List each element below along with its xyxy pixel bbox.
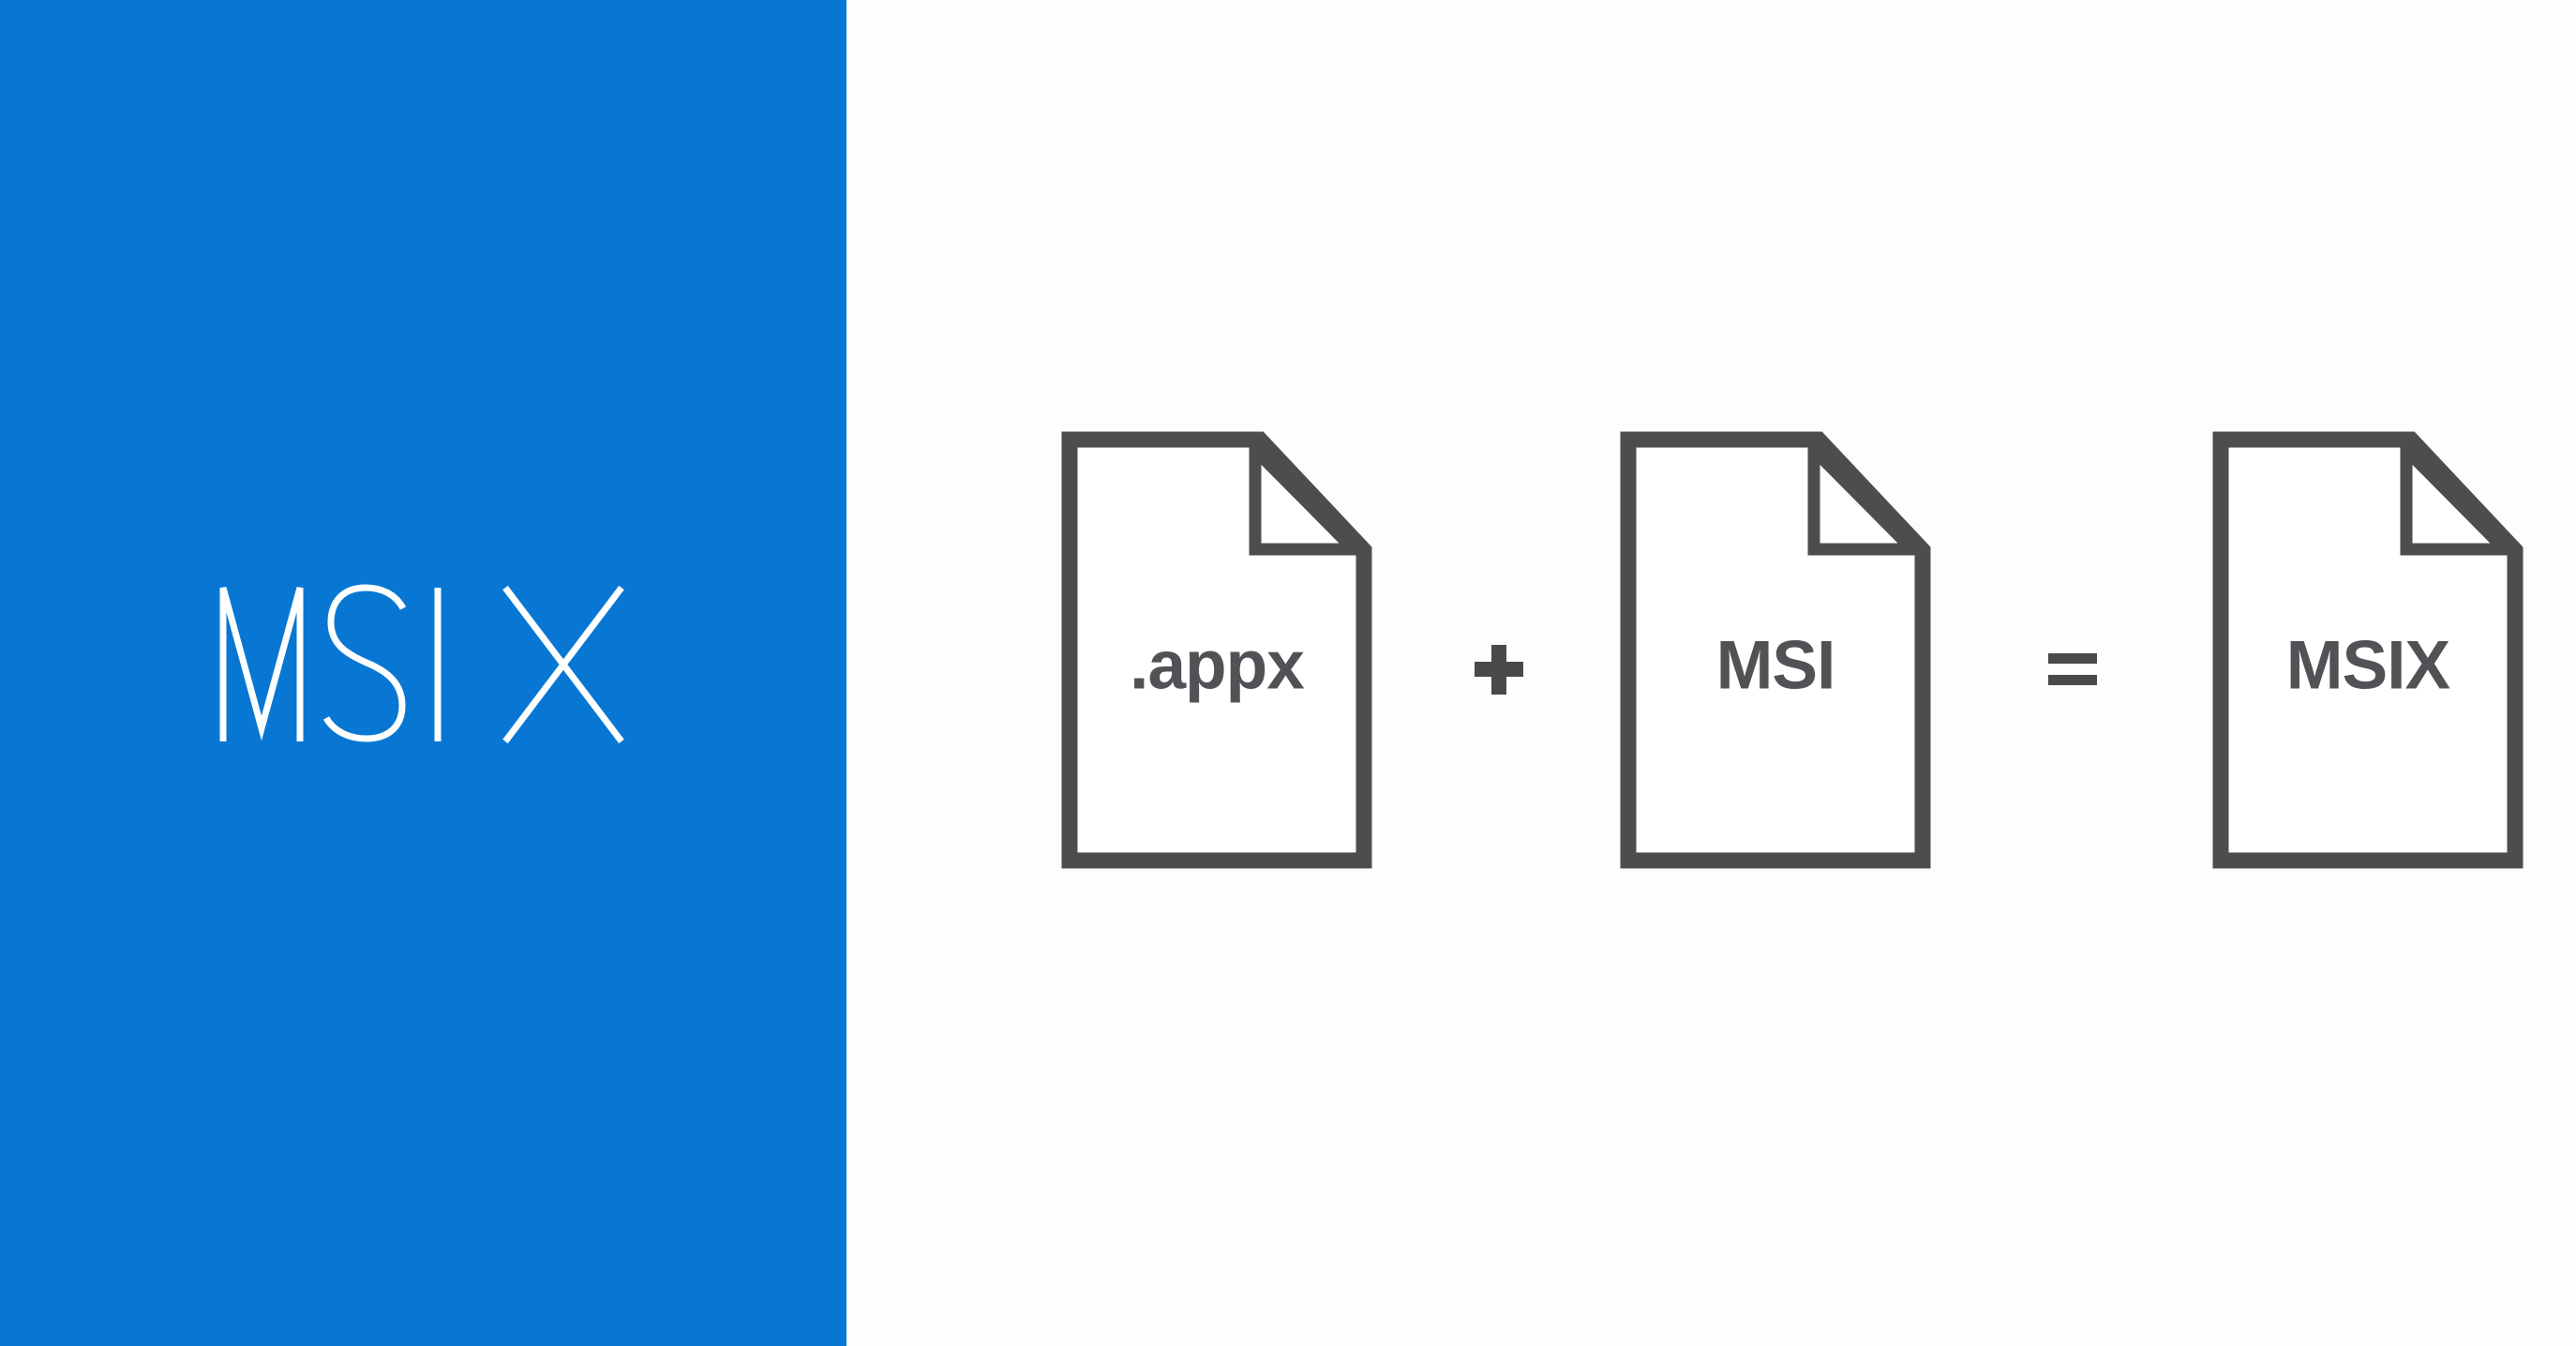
document-icon	[1061, 431, 1372, 869]
document-icon	[1620, 431, 1931, 869]
plus-icon	[1491, 645, 1506, 695]
equals-icon	[2048, 653, 2097, 664]
msix-wordmark: MSIX	[219, 584, 624, 744]
appx-file-card: .appx	[1061, 431, 1372, 869]
msix-file-card: MSIX	[2212, 431, 2524, 869]
msix-wordmark-icon	[219, 584, 624, 744]
brand-panel: MSIX	[0, 0, 846, 1346]
msi-file-card: MSI	[1620, 431, 1931, 869]
file-label: .appx	[1130, 627, 1305, 704]
equals-operator: =	[2048, 653, 2097, 685]
file-label: MSI	[1715, 627, 1836, 704]
file-label: MSIX	[2285, 627, 2450, 704]
plus-operator: +	[1475, 645, 1523, 695]
document-icon	[2212, 431, 2524, 869]
equals-icon	[2048, 675, 2097, 685]
